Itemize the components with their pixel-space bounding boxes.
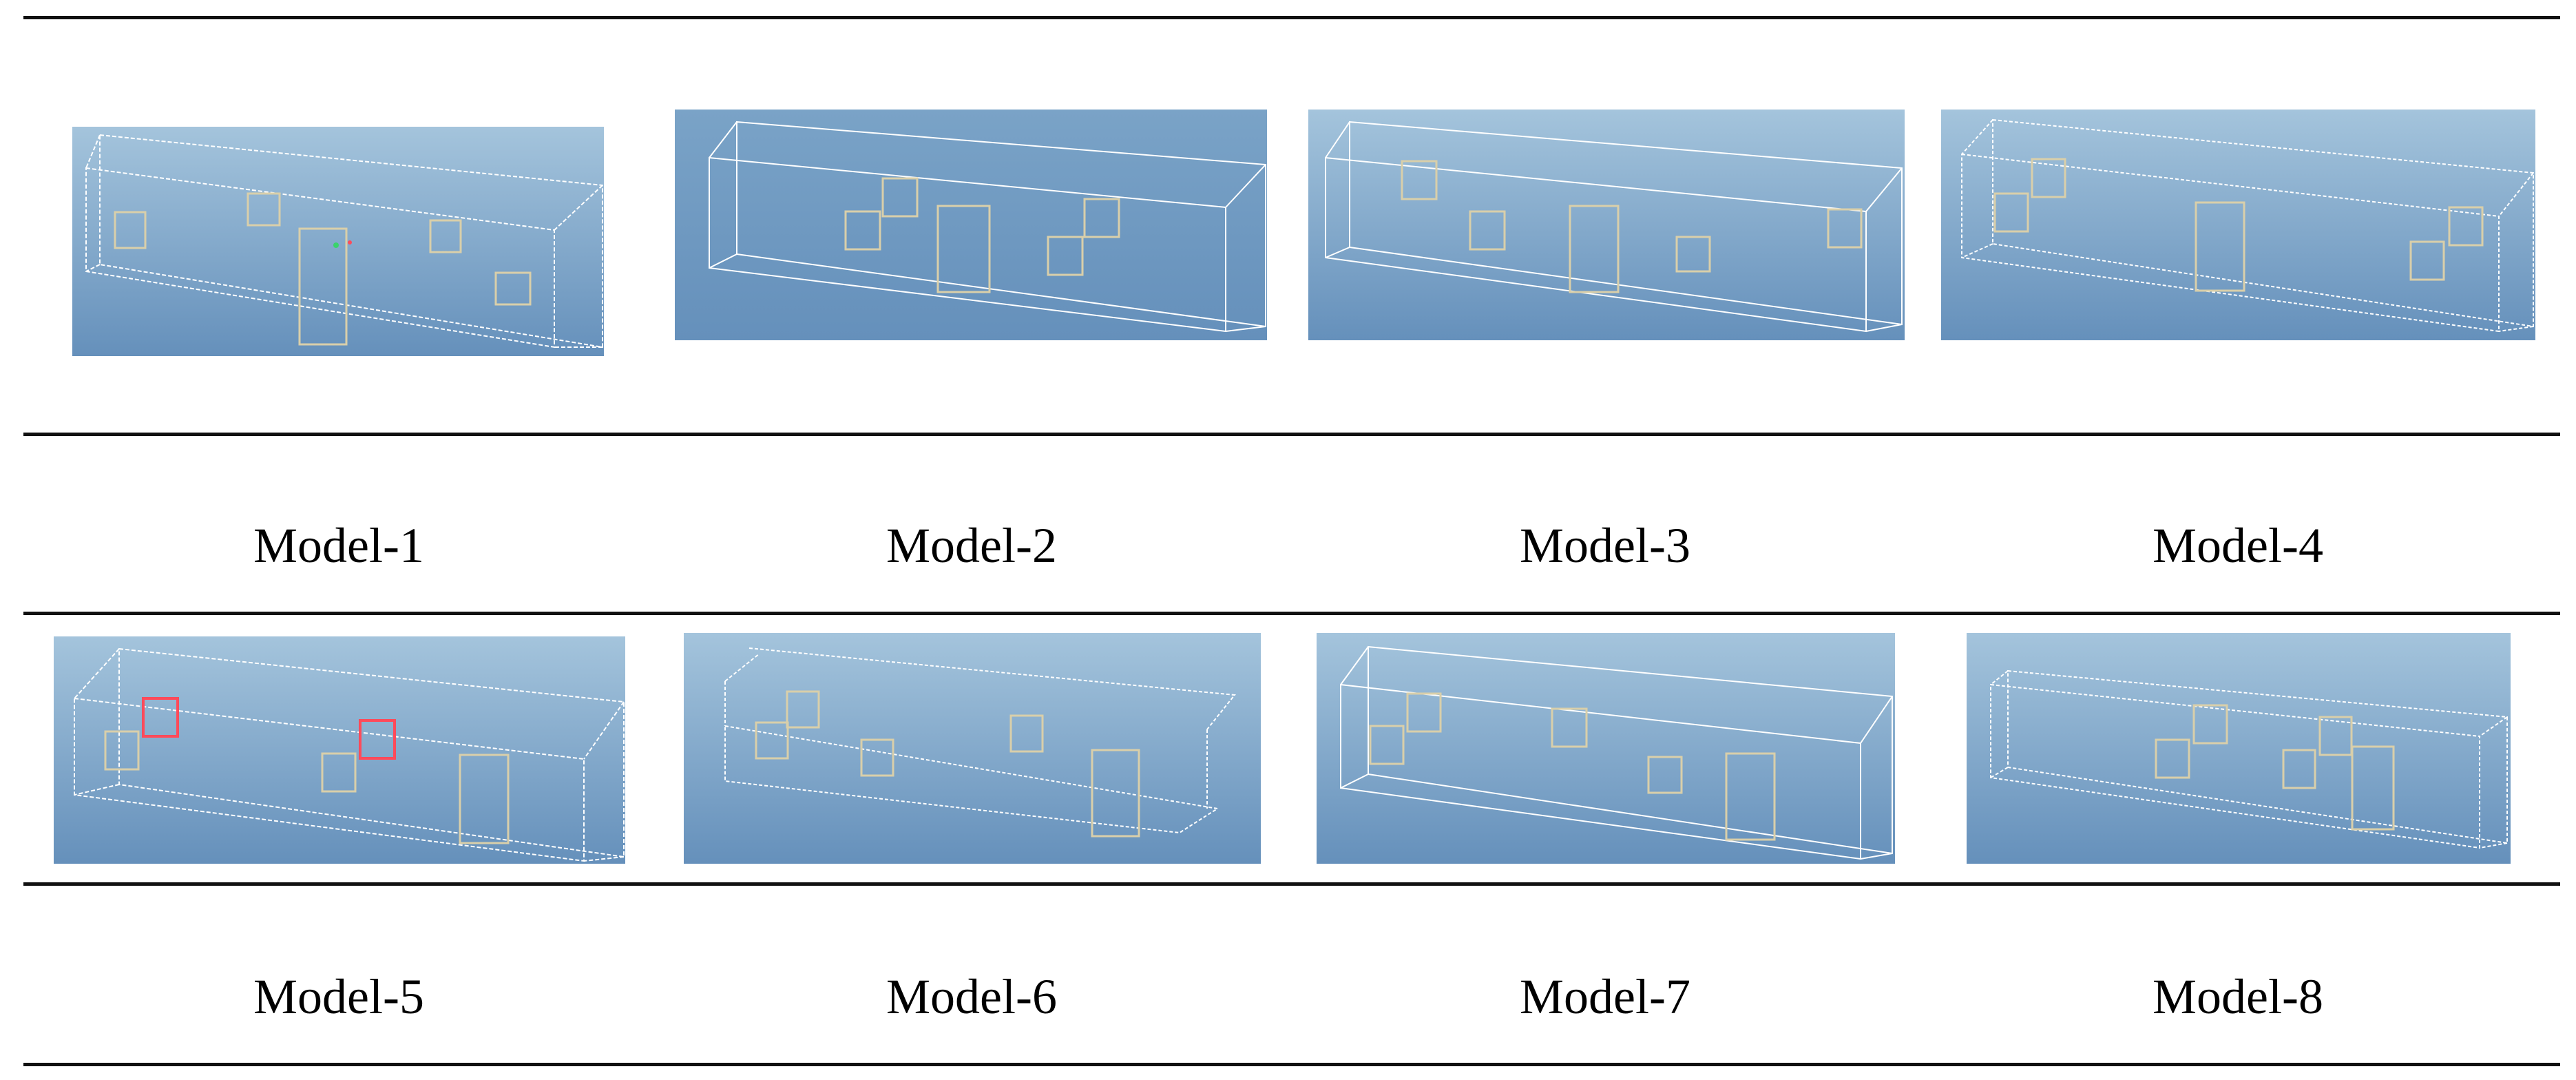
caption-model-7: Model-7 xyxy=(1520,969,1690,1024)
model-8-preview xyxy=(1967,633,2511,864)
caption-model-8: Model-8 xyxy=(2153,969,2323,1024)
model-2-preview xyxy=(675,110,1267,340)
table-rule-row1-images-bottom xyxy=(23,433,2560,436)
model-6-preview xyxy=(684,633,1261,864)
caption-model-3: Model-3 xyxy=(1520,518,1690,573)
caption-model-5: Model-5 xyxy=(253,969,424,1024)
caption-model-2: Model-2 xyxy=(886,518,1057,573)
table-rule-top xyxy=(23,16,2560,19)
caption-model-1: Model-1 xyxy=(253,518,424,573)
table-rule-row1-captions-bottom xyxy=(23,612,2560,615)
caption-model-4: Model-4 xyxy=(2153,518,2323,573)
model-5-preview xyxy=(54,636,625,864)
model-7-preview xyxy=(1317,633,1895,864)
model-1-preview xyxy=(72,127,604,356)
table-rule-row2-images-bottom xyxy=(23,882,2560,886)
table-rule-bottom xyxy=(23,1063,2560,1066)
model-3-preview xyxy=(1308,110,1905,340)
model-4-preview xyxy=(1941,110,2535,340)
caption-model-6: Model-6 xyxy=(886,969,1057,1024)
